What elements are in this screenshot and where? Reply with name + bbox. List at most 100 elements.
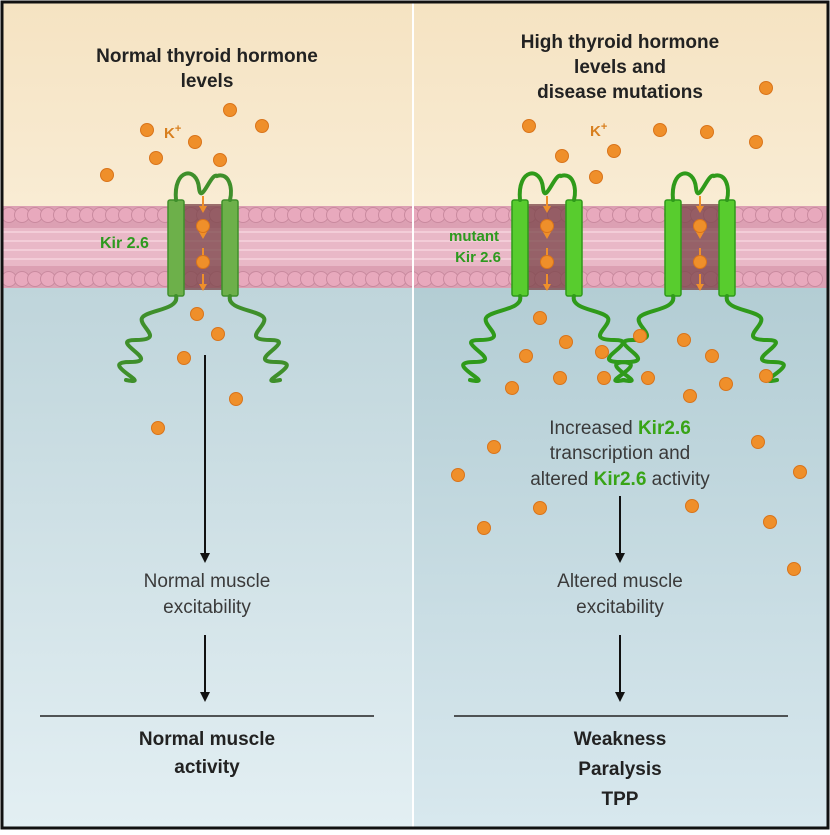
potassium-ion <box>533 311 547 325</box>
channel-outer-loop <box>517 171 577 202</box>
channel-helix-left <box>511 199 529 297</box>
right-outcome-line3: TPP <box>602 789 639 810</box>
potassium-ion <box>213 153 227 167</box>
potassium-ion <box>223 103 237 117</box>
kir26-highlight-2: Kir2.6 <box>594 469 647 490</box>
channel-helix-right <box>718 199 736 297</box>
right-title-line3: disease mutations <box>537 82 703 103</box>
potassium-ion <box>759 369 773 383</box>
ion-flow-arrowhead <box>696 206 704 213</box>
ion-flow-arrowhead <box>543 206 551 213</box>
right-ion-label: K+ <box>590 121 607 140</box>
ion-flow-arrowhead <box>543 232 551 239</box>
left-outcome-line1: Normal muscle <box>139 729 275 750</box>
right-mechanism-line3: altered Kir2.6 activity <box>530 469 710 490</box>
ion-flow-arrowhead <box>696 232 704 239</box>
potassium-ion <box>522 119 536 133</box>
kir26-channel-mutant-2 <box>664 171 736 297</box>
potassium-ion <box>589 170 603 184</box>
potassium-ion <box>177 351 191 365</box>
potassium-ion <box>759 81 773 95</box>
potassium-ion <box>487 440 501 454</box>
left-step1-line2: excitability <box>163 597 251 618</box>
potassium-ion <box>749 135 763 149</box>
potassium-ion <box>100 168 114 182</box>
ion-flow-arrowhead <box>199 232 207 239</box>
ion-flow-arrowhead <box>543 284 551 291</box>
right-mechanism-line2: transcription and <box>550 443 690 464</box>
right-outcome-line1: Weakness <box>574 729 667 750</box>
right-title-line1: High thyroid hormone <box>521 32 719 53</box>
potassium-ion <box>188 135 202 149</box>
potassium-ion <box>595 345 609 359</box>
ion-flow-arrowhead <box>696 284 704 291</box>
potassium-ion <box>700 125 714 139</box>
channel-tail <box>614 294 676 383</box>
potassium-ion <box>683 389 697 403</box>
potassium-ion <box>229 392 243 406</box>
potassium-ion <box>255 119 269 133</box>
potassium-ion <box>685 499 699 513</box>
potassium-ion <box>533 501 547 515</box>
potassium-ion <box>559 335 573 349</box>
left-ion-label: K+ <box>164 123 181 142</box>
channel-outer-loop <box>670 171 730 202</box>
channel-helix-left <box>664 199 682 297</box>
right-mechanism-line1: Increased Kir2.6 <box>549 418 691 439</box>
potassium-ion <box>140 123 154 137</box>
left-title-line1: Normal thyroid hormone <box>96 46 318 67</box>
potassium-ion <box>719 377 733 391</box>
potassium-ion <box>653 123 667 137</box>
potassium-ion <box>451 468 465 482</box>
channel-helix-right <box>565 199 583 297</box>
channels-layer <box>117 171 786 383</box>
potassium-ion <box>693 219 707 233</box>
channel-tail <box>724 294 786 383</box>
potassium-ion <box>555 149 569 163</box>
channel-helix-left <box>167 199 185 297</box>
left-title-line2: levels <box>181 71 234 92</box>
kir26-channel-normal <box>167 171 239 297</box>
right-step1-line1: Altered muscle <box>557 571 683 592</box>
potassium-ion <box>190 307 204 321</box>
channel-helix-right <box>221 199 239 297</box>
potassium-ion <box>553 371 567 385</box>
potassium-ion <box>787 562 801 576</box>
channel-tail <box>117 294 179 383</box>
ion-flow-arrowhead <box>199 284 207 291</box>
right-step1-line2: excitability <box>576 597 664 618</box>
ion-flow-arrowhead <box>199 206 207 213</box>
potassium-ion <box>196 219 210 233</box>
left-panel-background <box>3 3 413 827</box>
potassium-ion <box>196 255 210 269</box>
channel-outer-loop <box>173 171 233 202</box>
right-channel-label-line2: Kir 2.6 <box>455 249 501 266</box>
lipid-head-inner <box>807 271 823 287</box>
potassium-ions <box>100 81 807 576</box>
kir26-highlight-1: Kir2.6 <box>638 418 691 439</box>
potassium-ion <box>519 349 533 363</box>
channel-tail <box>461 294 523 383</box>
potassium-ion <box>211 327 225 341</box>
potassium-ion <box>505 381 519 395</box>
right-channel-label-line1: mutant <box>449 228 499 245</box>
right-outcome-line2: Paralysis <box>578 759 661 780</box>
channel-tail <box>227 294 289 383</box>
left-channel-label: Kir 2.6 <box>100 235 149 252</box>
right-title-line2: levels and <box>574 57 666 78</box>
potassium-ion <box>151 421 165 435</box>
potassium-ion <box>597 371 611 385</box>
potassium-ion <box>641 371 655 385</box>
potassium-ion <box>705 349 719 363</box>
right-panel-background <box>413 3 827 827</box>
potassium-ion <box>540 219 554 233</box>
potassium-ion <box>633 329 647 343</box>
potassium-ion <box>751 435 765 449</box>
potassium-ion <box>540 255 554 269</box>
potassium-ion <box>763 515 777 529</box>
potassium-ion <box>693 255 707 269</box>
potassium-ion <box>677 333 691 347</box>
